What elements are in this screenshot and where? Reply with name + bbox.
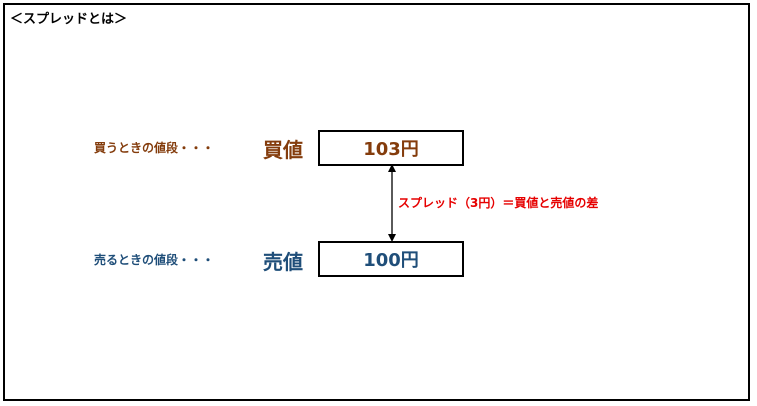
buy-price-box: 103円 xyxy=(318,130,464,166)
diagram-heading: ＜スプレッドとは＞ xyxy=(10,12,128,27)
spread-description: スプレッド（3円）＝買値と売値の差 xyxy=(398,196,599,210)
sell-price-label: 売るときの値段・・・ xyxy=(94,253,215,267)
spread-double-arrow xyxy=(388,164,396,242)
sell-price-term: 売値 xyxy=(263,250,303,274)
sell-price-value: 100円 xyxy=(363,250,419,271)
diagram-frame xyxy=(3,3,750,401)
buy-price-term: 買値 xyxy=(263,138,303,162)
sell-price-box: 100円 xyxy=(318,241,464,277)
buy-price-value: 103円 xyxy=(363,139,419,160)
buy-price-label: 買うときの値段・・・ xyxy=(94,141,215,155)
